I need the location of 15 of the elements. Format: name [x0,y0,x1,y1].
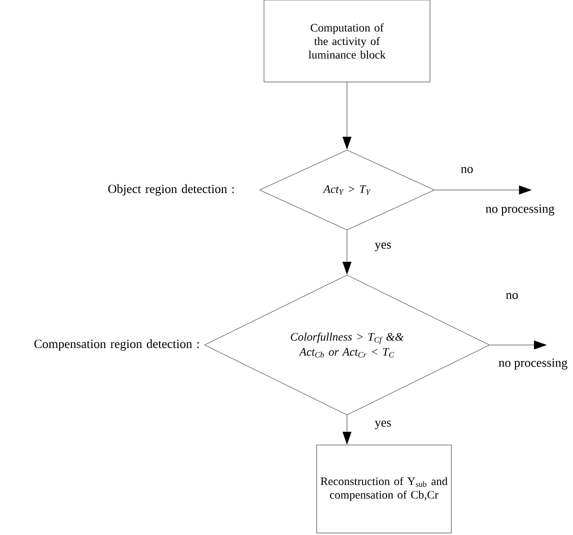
process-box: Reconstruction of Y$_{sub}$ and compensation of Cb,Cr [316,444,452,534]
arrow [342,82,352,150]
arrow [342,230,352,274]
edge-label: no [504,292,520,300]
arrow [342,414,352,444]
process-box: Computation of the activity of luminance block [264,0,430,82]
side-label: Object region detection : [108,184,234,196]
edge-label: yes [374,420,392,430]
outcome-label: no processing [486,204,554,216]
arrow [490,340,547,350]
edge-label: yes [374,242,392,252]
edge-label: no [460,166,474,174]
side-label: Compensation region detection : [34,339,199,351]
arrow [434,186,532,194]
outcome-label: no processing [498,358,568,370]
